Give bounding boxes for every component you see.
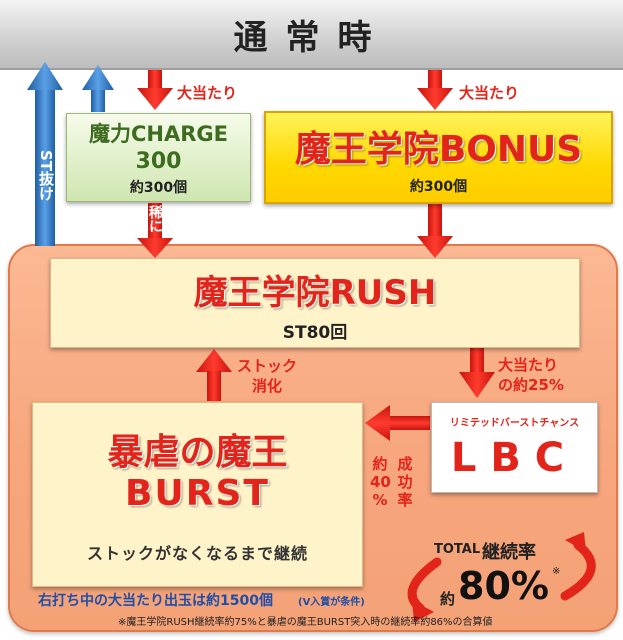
to-lbc-label: 大当たり の約25% — [498, 355, 564, 395]
success-rate-col1: 約 40 % — [370, 455, 391, 509]
arrow-burst-to-rush — [196, 349, 232, 401]
success-rate-c2-1: 成 — [397, 455, 413, 473]
st-exit-label: ST抜け — [37, 150, 55, 202]
success-rate-c1-1: 約 — [372, 455, 388, 473]
arrow-charge-to-rush — [137, 203, 173, 258]
success-rate-c2-3: 率 — [397, 491, 413, 509]
loop-arrow-head-right — [565, 532, 586, 552]
rush-sub: ST80回 — [282, 322, 348, 343]
charge-title: 魔力CHARGE — [89, 122, 228, 146]
total-mark: ※ — [552, 566, 561, 577]
to-lbc-line1: 大当たり — [498, 356, 559, 374]
total-prefix: 約 — [440, 590, 456, 608]
payout-text: 右打ち中の大当たり出玉は約1500個 — [38, 593, 273, 609]
arrow-bonus-to-rush — [417, 203, 453, 258]
burst-title2: BURST — [125, 472, 270, 514]
arrow-charge-exit — [82, 65, 114, 112]
arrow-to-bonus — [417, 70, 453, 110]
burst-box: 暴虐の魔王 BURST ストックがなくなるまで継続 — [32, 402, 363, 587]
bonus-title: 魔王学院BONUS — [294, 129, 583, 170]
stock-consume-line2: 消化 — [252, 377, 283, 395]
normal-state-bar: 通常時 — [0, 0, 623, 70]
stock-consume-label: ストック 消化 — [237, 356, 297, 396]
burst-sub: ストックがなくなるまで継続 — [86, 544, 308, 563]
success-rate-c2-2: 功 — [397, 473, 413, 491]
lbc-caption: リミテッドバーストチャンス — [449, 417, 580, 429]
success-rate-col2: 成 功 率 — [395, 455, 415, 509]
total-label: TOTAL — [434, 542, 481, 557]
arrow-st-exit — [27, 62, 63, 246]
success-rate-c1-3: % — [372, 491, 388, 509]
rare-label: 稀に — [147, 205, 163, 233]
arrow-lbc-to-burst — [365, 405, 430, 441]
lbc-title: LBC — [450, 435, 579, 481]
charge-number: 300 — [135, 148, 182, 174]
success-rate-c1-2: 40 — [370, 473, 391, 491]
to-lbc-line2: の約25% — [498, 376, 564, 394]
bonus-box: 魔王学院BONUS 約300個 — [264, 111, 613, 204]
charge-box: 魔力CHARGE 300 約300個 — [66, 113, 251, 202]
charge-sub: 約300個 — [129, 180, 188, 196]
burst-title: 暴虐の魔王 — [107, 432, 288, 473]
footnote: ※魔王学院RUSH継続率約75%と暴虐の魔王BURST突入時の継続率約86%の合… — [118, 617, 493, 628]
bonus-sub: 約300個 — [409, 179, 468, 195]
total-value: 80% — [458, 564, 549, 608]
arrow-rush-to-lbc — [459, 348, 495, 398]
rush-box: 魔王学院RUSH ST80回 — [50, 258, 580, 348]
loop-arrow-head-left — [412, 600, 434, 622]
normal-state-title: 通常時 — [233, 17, 390, 58]
arrow-to-charge — [137, 70, 173, 110]
total-label2: 継続率 — [482, 542, 536, 563]
payout-note: (V入賞が条件) — [298, 597, 365, 608]
lbc-box: リミテッドバーストチャンス LBC — [431, 402, 598, 493]
rush-title: 魔王学院RUSH — [193, 272, 437, 313]
hit-label-left: 大当たり — [177, 84, 238, 102]
hit-label-right: 大当たり — [459, 84, 520, 102]
stock-consume-line1: ストック — [237, 357, 298, 375]
